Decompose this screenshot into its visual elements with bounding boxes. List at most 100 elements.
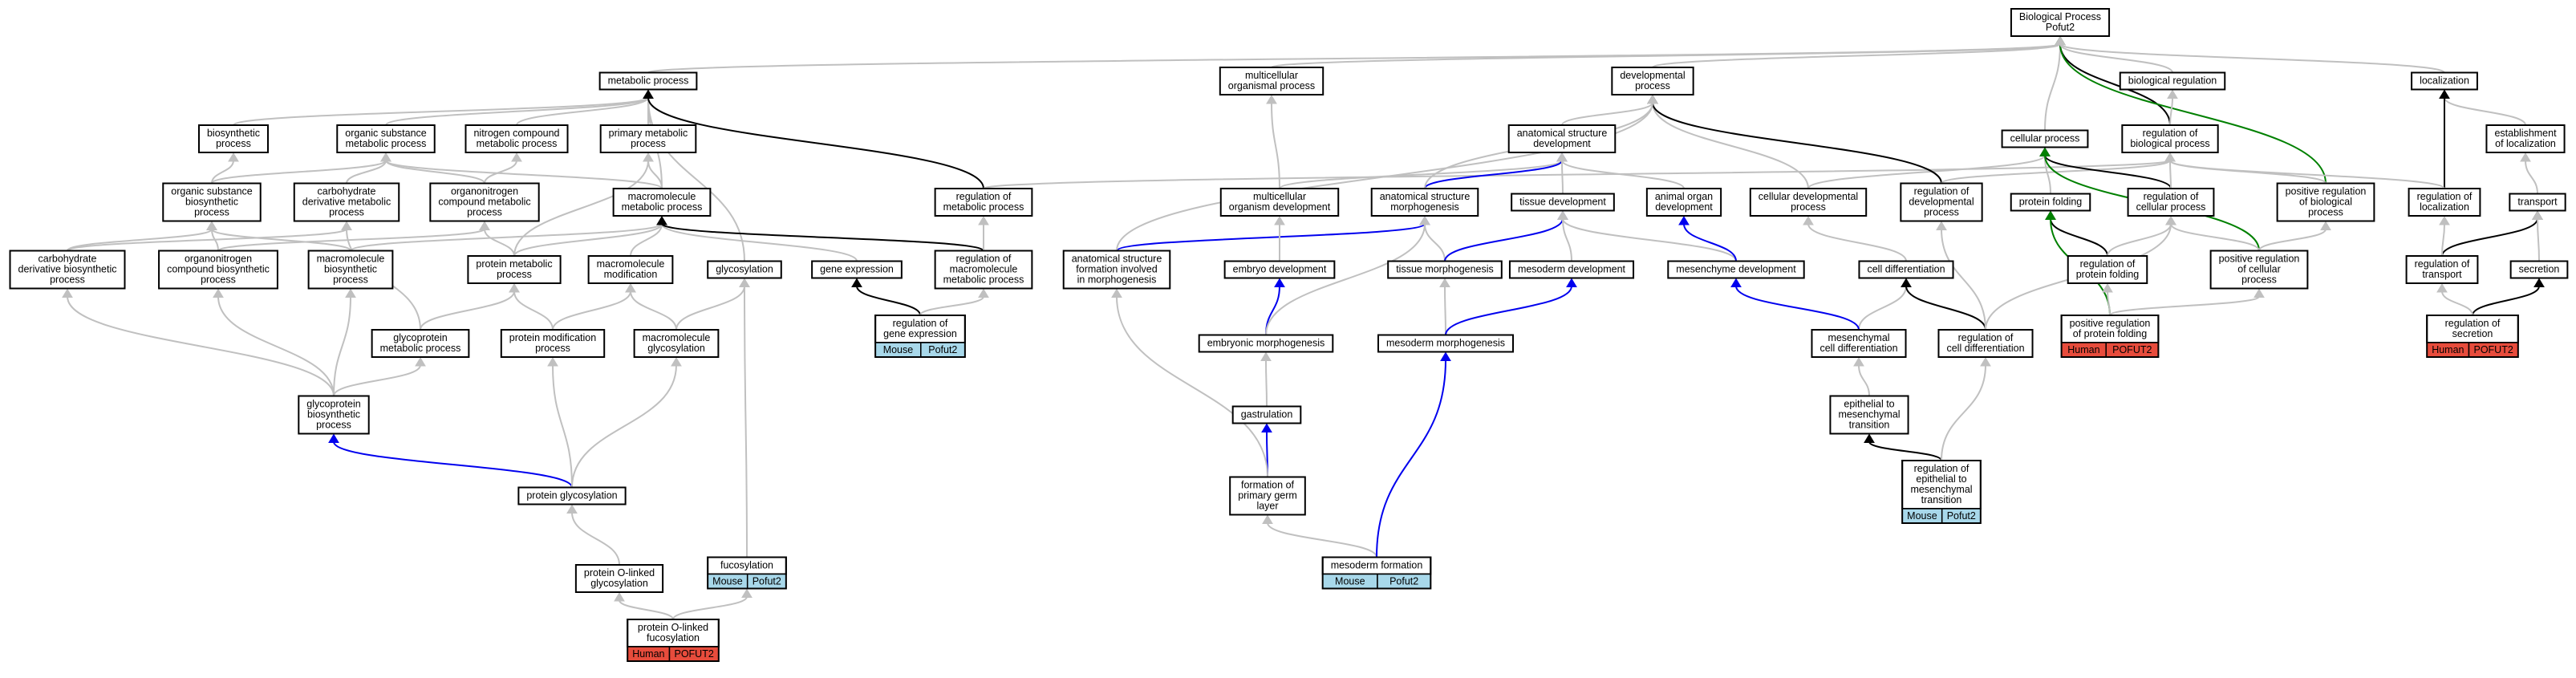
- go-term-node[interactable]: protein glycosylation: [517, 486, 627, 505]
- go-term-node[interactable]: mesoderm morphogenesis: [1377, 334, 1514, 353]
- go-term-node[interactable]: cellular process: [2001, 129, 2089, 148]
- tag-label: Pofut2: [1947, 510, 1976, 522]
- go-term-node[interactable]: transport: [2509, 193, 2566, 212]
- node-label-line: tissue morphogenesis: [1396, 264, 1494, 275]
- go-term-node[interactable]: metabolic process: [598, 71, 698, 91]
- edge-arrowhead: [1647, 95, 1658, 104]
- edge-line: [661, 223, 858, 262]
- edge-line: [1807, 154, 2046, 189]
- go-term-node[interactable]: tissue development: [1511, 193, 1615, 212]
- go-term-node[interactable]: embryo development: [1223, 260, 1336, 279]
- edge-line: [1444, 218, 1564, 262]
- go-term-node[interactable]: tissue morphogenesis: [1387, 260, 1503, 279]
- go-term-node[interactable]: protein folding: [2010, 193, 2091, 212]
- go-term-node[interactable]: biological regulation: [2119, 71, 2226, 91]
- edge-line: [211, 229, 219, 251]
- relationship-edge: [1111, 288, 1268, 477]
- edge-arrowhead: [509, 283, 520, 293]
- edge-line: [2525, 160, 2538, 194]
- edge-line: [513, 290, 554, 331]
- node-box: [429, 182, 540, 222]
- node-label-line: derivative biosynthetic: [18, 264, 117, 275]
- relationship-edge: [62, 288, 335, 396]
- edge-arrowhead: [62, 288, 73, 298]
- edge-arrowhead: [206, 221, 217, 230]
- go-term-node[interactable]: secretion: [2509, 260, 2569, 279]
- edge-line: [1562, 218, 1737, 262]
- node-label-line: metabolic process: [943, 274, 1024, 286]
- edge-line: [1868, 440, 1942, 461]
- go-term-node[interactable]: mesenchyme development: [1667, 260, 1805, 279]
- go-term-node[interactable]: mesoderm development: [1508, 260, 1635, 279]
- go-term-node[interactable]: embryonic morphogenesis: [1198, 334, 1334, 353]
- edge-arrowhead: [1566, 278, 1577, 287]
- node-box: [1219, 67, 1325, 95]
- go-term-node[interactable]: localization: [2411, 71, 2478, 91]
- edge-line: [211, 160, 387, 185]
- edge-arrowhead: [2167, 89, 2178, 99]
- relationship-edge: [547, 357, 573, 488]
- go-term-node[interactable]: cell differentiation: [1858, 260, 1954, 279]
- node-label-line: Biological Process: [2019, 11, 2101, 22]
- node-label-line: glycosylation: [647, 343, 705, 354]
- go-term-node[interactable]: gastrulation: [1231, 405, 1302, 424]
- node-box: [2121, 124, 2219, 153]
- edge-line: [2059, 43, 2171, 126]
- go-term-node[interactable]: glycosylation: [707, 260, 782, 279]
- edge-line: [1807, 223, 1907, 262]
- node-label-line: mesenchymal: [1828, 332, 1889, 343]
- go-term-node[interactable]: gene expression: [811, 260, 903, 279]
